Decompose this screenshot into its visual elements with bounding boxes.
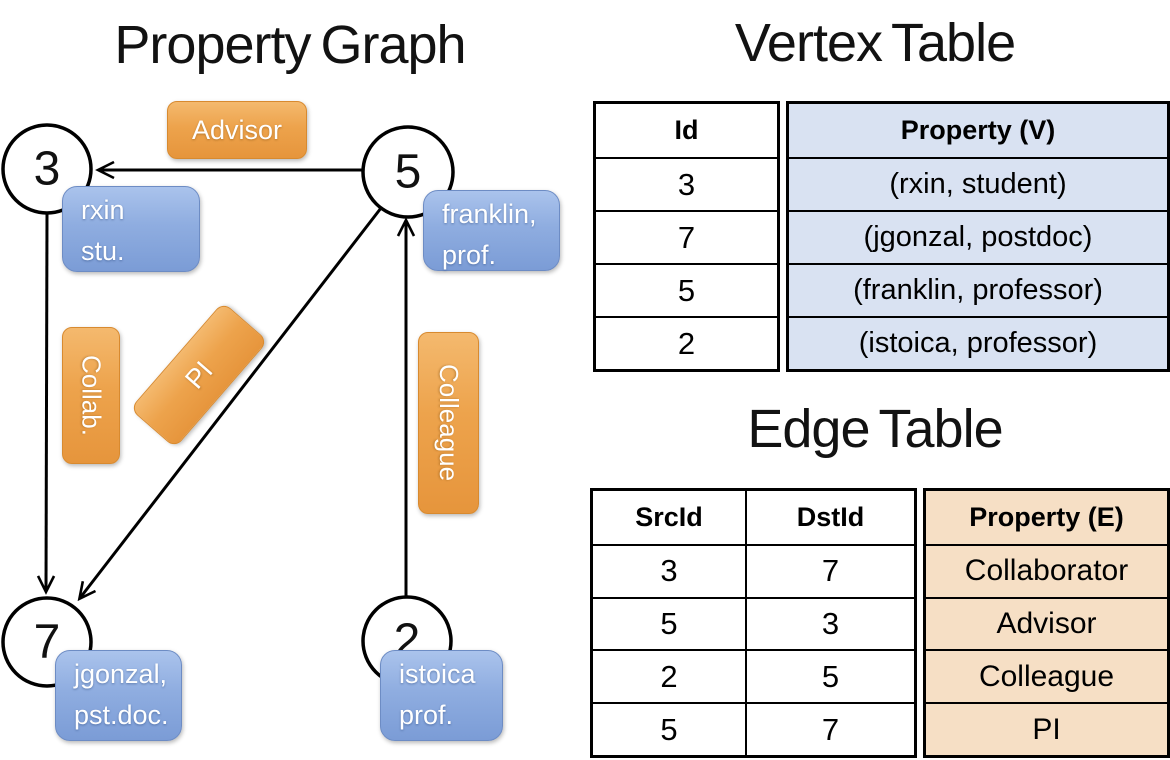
table-cell: Advisor (926, 596, 1167, 650)
vertex-callout-2-line2: prof. (399, 700, 454, 730)
table-cell: 3 (593, 543, 745, 597)
vertex-table-id-column: Id 3 7 5 2 (593, 101, 780, 372)
vertex-table-title: Vertex Table (734, 13, 1016, 73)
edge-table-property-column: Property (E) Collaborator Advisor Collea… (923, 488, 1170, 758)
table-cell: (istoica, professor) (789, 316, 1167, 369)
table-cell: Collaborator (926, 543, 1167, 597)
edge-table-title: Edge Table (747, 399, 1003, 459)
table-cell: 2 (593, 649, 745, 702)
vertex-callout-7: jgonzal, pst.doc. (55, 650, 182, 741)
vertex-callout-2: istoica prof. (380, 650, 503, 741)
vertex-callout-7-line2: pst.doc. (74, 700, 169, 730)
table-cell: 7 (745, 702, 914, 755)
vertex-table-property-column: Property (V) (rxin, student) (jgonzal, p… (786, 101, 1170, 372)
table-cell: 3 (596, 157, 777, 210)
table-cell: 7 (596, 210, 777, 263)
edge-table-header-dstid: DstId (745, 491, 914, 544)
table-cell: 7 (745, 543, 914, 597)
table-cell: 2 (596, 316, 777, 369)
table-cell: (jgonzal, postdoc) (789, 210, 1167, 263)
edge-label-advisor: Advisor (167, 101, 307, 159)
vertex-callout-2-line1: istoica (399, 659, 476, 689)
edge-3-to-7-collab (36, 212, 56, 595)
edge-label-collab: Collab. (62, 327, 120, 464)
vertex-callout-5-line1: franklin, (442, 199, 537, 229)
vertex-callout-3-line2: stu. (81, 236, 125, 266)
table-cell: 5 (593, 596, 745, 650)
vertex-callout-5: franklin, prof. (423, 190, 560, 271)
property-graph-title: Property Graph (114, 15, 466, 75)
table-cell: 5 (596, 263, 777, 316)
node-id-3: 3 (34, 143, 61, 196)
node-id-5: 5 (395, 146, 422, 199)
edge-table-header-property: Property (E) (969, 501, 1124, 532)
vertex-callout-5-line2: prof. (442, 240, 497, 270)
edge-table-header-srcid: SrcId (635, 501, 703, 532)
vertex-callout-3-line1: rxin (81, 195, 125, 225)
table-cell: 5 (593, 702, 745, 755)
table-cell: (franklin, professor) (789, 263, 1167, 316)
vertex-table-header-id: Id (674, 115, 699, 145)
table-cell: (rxin, student) (789, 157, 1167, 210)
table-cell: 3 (745, 596, 914, 650)
edge-table-src-dst-columns: SrcId DstId 3 7 5 3 2 5 5 7 (590, 488, 917, 758)
table-cell: Colleague (926, 649, 1167, 702)
edge-label-colleague: Colleague (418, 332, 479, 514)
edge-5-to-7-pi (77, 207, 383, 602)
vertex-callout-3: rxin stu. (62, 186, 200, 272)
table-cell: 5 (745, 649, 914, 703)
vertex-table-header-property: Property (V) (900, 115, 1056, 145)
table-cell: PI (926, 702, 1167, 755)
vertex-callout-7-line1: jgonzal, (74, 659, 168, 689)
